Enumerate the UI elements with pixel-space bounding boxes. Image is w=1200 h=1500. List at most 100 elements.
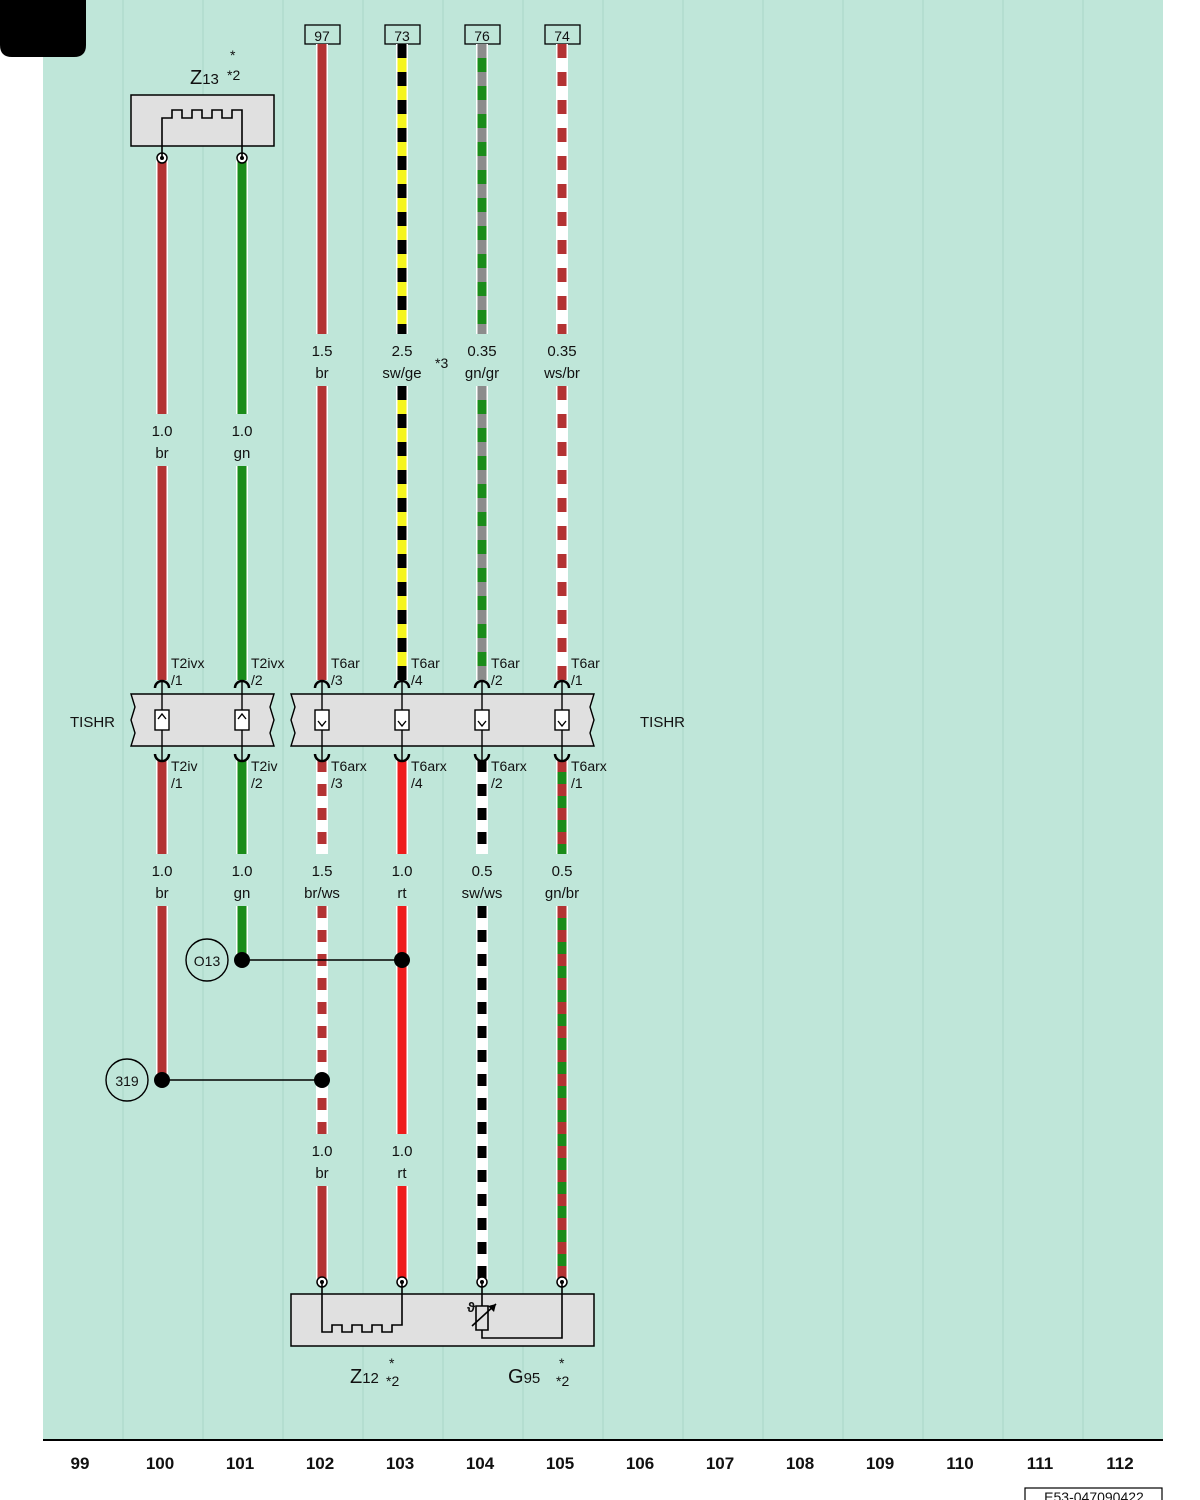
splice-319-circle xyxy=(105,1058,149,1102)
wire-97-size: 1.5 xyxy=(312,343,333,360)
splice-o13-circle xyxy=(185,938,229,982)
z12-star: * xyxy=(389,1355,395,1371)
separation-point-left xyxy=(130,693,275,747)
pin-arrow-down-icon xyxy=(397,720,407,728)
pin-label-t6ar-4-pin: /4 xyxy=(411,672,423,688)
wire-76-color: gn/gr xyxy=(465,365,499,382)
z13-name: Z13 xyxy=(190,67,219,89)
column-number: 104 xyxy=(466,1454,495,1473)
pin-arrow-up-icon xyxy=(157,712,167,720)
pin-socket xyxy=(394,709,410,731)
g95-arrow-head xyxy=(488,1304,496,1312)
column-number: 99 xyxy=(71,1454,90,1473)
z12-note: *2 xyxy=(386,1373,399,1389)
pin-5 xyxy=(473,679,491,763)
note-3: *3 xyxy=(435,355,448,371)
pin-label-t2ivx-2-pin: /2 xyxy=(251,672,263,688)
wire-100-lower-color: br xyxy=(155,885,168,902)
pin-socket xyxy=(554,709,570,731)
pin-2 xyxy=(233,679,251,763)
wire-104-lower-size: 0.5 xyxy=(472,863,493,880)
pin-label-t6ar-4-name: T6ar xyxy=(411,655,440,671)
wire-100-lower-size: 1.0 xyxy=(152,863,173,880)
splice-319-label: 319 xyxy=(115,1073,139,1089)
z13-star: * xyxy=(230,47,236,63)
column-number: 102 xyxy=(306,1454,334,1473)
column-number: 108 xyxy=(786,1454,814,1473)
tishr-left-label: TISHR xyxy=(70,714,115,731)
z13-note: *2 xyxy=(227,67,240,83)
pin-label-t6arx-3-name: T6arx xyxy=(331,758,367,774)
pin-label-t6arx-2-pin: /2 xyxy=(491,775,503,791)
wire-102-lower-size: 1.5 xyxy=(312,863,333,880)
pin-label-t6ar-2-pin: /2 xyxy=(491,672,503,688)
g95-note: *2 xyxy=(556,1373,569,1389)
pin-label-t6ar-3-pin: /3 xyxy=(331,672,343,688)
pin-label-t6arx-3-pin: /3 xyxy=(331,775,343,791)
g95-star: * xyxy=(559,1355,565,1371)
column-gridlines xyxy=(122,0,1084,1440)
splice-o13-dot-101 xyxy=(234,952,250,968)
wire-105-lower-color: gn/br xyxy=(545,885,579,902)
pin-socket xyxy=(234,709,250,731)
wire-z13b-color: gn xyxy=(234,445,251,462)
wire-74-size: 0.35 xyxy=(547,343,576,360)
separation-point-right xyxy=(290,693,595,747)
pin-label-t2iv-2-name: T2iv xyxy=(251,758,277,774)
wire-73-color: sw/ge xyxy=(382,365,421,382)
wire-103-lower-size: 1.0 xyxy=(392,863,413,880)
pin-arrow-down-icon xyxy=(317,720,327,728)
column-number: 101 xyxy=(226,1454,254,1473)
wire-102-lower-color: br/ws xyxy=(304,885,340,902)
doc-id: E53-047090422 xyxy=(1044,1489,1144,1500)
pin-label-t6arx-2-name: T6arx xyxy=(491,758,527,774)
z12-name: Z12 xyxy=(350,1366,379,1388)
column-number: 109 xyxy=(866,1454,894,1473)
top-connector-74-label: 74 xyxy=(554,28,570,44)
tishr-right-label: TISHR xyxy=(640,714,685,731)
pin-socket xyxy=(474,709,490,731)
wire-73-size: 2.5 xyxy=(392,343,413,360)
page-tab-marker xyxy=(0,0,86,57)
wire-103-bottom-size: 1.0 xyxy=(392,1143,413,1160)
splice-o13-dot-103 xyxy=(394,952,410,968)
wire-76-size: 0.35 xyxy=(467,343,496,360)
pin-1 xyxy=(153,679,171,763)
pin-4 xyxy=(393,679,411,763)
wire-101-lower-color: gn xyxy=(234,885,251,902)
pin-label-t2ivx-2-name: T2ivx xyxy=(251,655,284,671)
pin-label-t6ar-1-name: T6ar xyxy=(571,655,600,671)
pin-label-t2iv-1-name: T2iv xyxy=(171,758,197,774)
pin-arrow-up-icon xyxy=(237,712,247,720)
wire-102-bottom-size: 1.0 xyxy=(312,1143,333,1160)
wire-101-lower-size: 1.0 xyxy=(232,863,253,880)
pin-arrow-down-icon xyxy=(557,720,567,728)
wire-74-color: ws/br xyxy=(543,365,580,382)
wire-z13a-color: br xyxy=(155,445,168,462)
pin-label-t6arx-4-name: T6arx xyxy=(411,758,447,774)
z13-heater-symbol xyxy=(161,109,243,158)
wire-97-color: br xyxy=(315,365,328,382)
column-number: 107 xyxy=(706,1454,734,1473)
pin-3 xyxy=(313,679,331,763)
splice-o13-label: O13 xyxy=(194,953,221,969)
column-number: 100 xyxy=(146,1454,174,1473)
wire-103-lower-color: rt xyxy=(397,885,407,902)
pin-label-t2ivx-1-name: T2ivx xyxy=(171,655,204,671)
column-number: 103 xyxy=(386,1454,414,1473)
wire-103-bottom-color: rt xyxy=(397,1165,407,1182)
pin-label-t6arx-1-name: T6arx xyxy=(571,758,607,774)
pin-arrow-down-icon xyxy=(477,720,487,728)
column-number: 111 xyxy=(1027,1454,1054,1473)
pin-label-t6ar-3-name: T6ar xyxy=(331,655,360,671)
temperature-theta-icon: ϑ xyxy=(467,1299,476,1315)
top-connector-76-label: 76 xyxy=(474,28,490,44)
pin-label-t2ivx-1-pin: /1 xyxy=(171,672,183,688)
column-number: 110 xyxy=(946,1454,973,1473)
wires xyxy=(156,44,568,1288)
connector-pins xyxy=(153,679,571,763)
pin-label-t6ar-1-pin: /1 xyxy=(571,672,583,688)
pin-label-t2iv-1-pin: /1 xyxy=(171,775,183,791)
